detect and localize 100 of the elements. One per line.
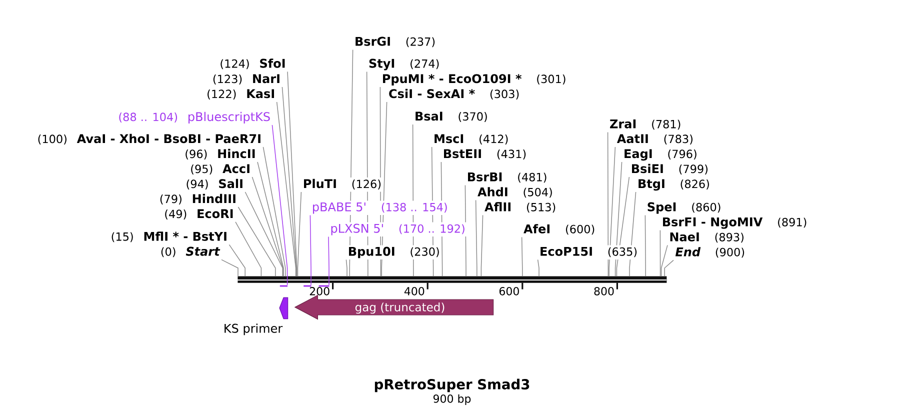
enzyme-label: AflII	[483, 200, 514, 215]
enzyme-label: ZraI	[608, 118, 638, 132]
position-label: (230)	[408, 245, 442, 260]
position-label: (126)	[350, 178, 384, 192]
enzyme-label: StyI	[367, 57, 397, 72]
position-label: (826)	[678, 178, 712, 192]
position-label: (860)	[690, 200, 723, 215]
position-label: (237)	[404, 35, 438, 50]
range-label: (170 .. 192)	[396, 222, 467, 236]
primer-label: pLXSN 5'	[328, 222, 386, 236]
enzyme-label: BsiEI	[629, 162, 666, 177]
enzyme-label: MflI * - BstYI	[142, 230, 229, 244]
leader-line	[287, 71, 298, 276]
enzyme-label: PpuMI * - EcoO109I *	[380, 72, 524, 87]
enzyme-label: BsrGI	[353, 35, 393, 50]
sequence-end-label: End	[674, 246, 702, 260]
position-label: (891)	[776, 216, 809, 230]
leader-line	[660, 230, 661, 276]
range-label: (88 .. 104)	[116, 110, 180, 125]
enzyme-label: BstEII	[441, 148, 484, 162]
enzyme-label: AvaI - XhoI - BsoBI - PaeR7I	[75, 132, 263, 147]
position-label: (0)	[158, 245, 178, 260]
enzyme-label: KasI	[244, 88, 277, 102]
range-label: (138 .. 154)	[379, 200, 450, 215]
leader-line	[272, 124, 288, 286]
position-label: (635)	[606, 245, 640, 260]
enzyme-label: HincII	[216, 148, 258, 162]
enzyme-label: EcoP15I	[538, 245, 595, 260]
enzyme-label: AhdI	[476, 186, 510, 200]
position-label: (100)	[36, 132, 69, 147]
enzyme-label: SfoI	[258, 57, 288, 72]
position-label: (412)	[477, 132, 510, 147]
leader-line	[297, 192, 302, 276]
position-label: (370)	[456, 110, 490, 124]
enzyme-label: AatII	[615, 132, 650, 147]
position-label: (15)	[109, 230, 136, 244]
enzyme-label: BsrFI - NgoMIV	[660, 216, 764, 230]
position-label: (799)	[676, 162, 710, 177]
position-label: (94)	[184, 178, 210, 192]
tick-label: 600	[499, 287, 519, 296]
tick-label: 200	[310, 287, 330, 296]
enzyme-label: EagI	[622, 148, 654, 162]
leader-line	[244, 192, 283, 276]
position-label: (49)	[162, 208, 189, 222]
enzyme-label: BtgI	[636, 178, 667, 192]
leader-line	[346, 259, 348, 276]
position-label: (504)	[521, 186, 554, 200]
leader-line	[644, 214, 646, 276]
position-label: (783)	[662, 132, 695, 147]
enzyme-label: CsiI - SexAI *	[387, 88, 477, 102]
enzyme-label: HindIII	[190, 192, 238, 207]
position-label: (600)	[564, 222, 597, 237]
leader-line	[238, 206, 276, 276]
tick-label: 400	[404, 287, 424, 296]
enzyme-label: MscI	[432, 132, 466, 147]
leader-line	[521, 236, 523, 276]
position-label: (431)	[494, 148, 528, 162]
enzyme-label: AccI	[221, 162, 252, 177]
position-label: (303)	[488, 88, 522, 102]
enzyme-label: AfeI	[522, 222, 552, 237]
leader-line	[252, 176, 284, 276]
position-label: (301)	[534, 72, 568, 87]
leader-line	[262, 146, 286, 276]
leader-line	[310, 214, 312, 286]
position-label: (796)	[666, 148, 699, 162]
position-label: (95)	[188, 162, 215, 177]
sequence-backbone	[238, 276, 667, 283]
position-label: (481)	[516, 170, 549, 185]
leader-line	[480, 214, 484, 276]
position-label: (274)	[408, 57, 442, 72]
leader-line	[328, 236, 330, 286]
position-label: (79)	[158, 192, 184, 207]
primer-label: pBluescriptKS	[186, 110, 272, 125]
tick-label: 800	[594, 287, 614, 296]
sequence-end-label: Start	[184, 245, 222, 260]
enzyme-label: BsaI	[413, 110, 445, 124]
leader-line	[660, 244, 668, 276]
leader-line	[282, 86, 297, 276]
position-label: (122)	[205, 88, 238, 102]
enzyme-label: Bpu10I	[346, 245, 397, 260]
position-label: (96)	[183, 148, 210, 162]
position-label: (893)	[712, 230, 746, 245]
leader-line	[537, 259, 540, 276]
position-label: (781)	[650, 118, 683, 132]
leader-line	[664, 260, 674, 276]
enzyme-label: BsrBI	[465, 170, 504, 185]
enzyme-label: EcoRI	[195, 208, 236, 222]
leader-line	[228, 244, 246, 276]
enzyme-label: PluTI	[301, 178, 338, 192]
enzyme-label: NaeI	[668, 230, 702, 245]
sequence-length: 900 bp	[433, 394, 471, 405]
position-label: (900)	[713, 246, 747, 260]
map-title: pRetroSuper Smad3	[374, 378, 530, 392]
position-label: (123)	[210, 72, 244, 87]
primer-label: pBABE 5'	[310, 200, 368, 215]
leader-line	[235, 222, 262, 276]
leader-line	[475, 200, 478, 276]
leader-line	[257, 162, 284, 276]
node-label: (126)	[352, 179, 381, 190]
leader-line	[607, 132, 609, 276]
